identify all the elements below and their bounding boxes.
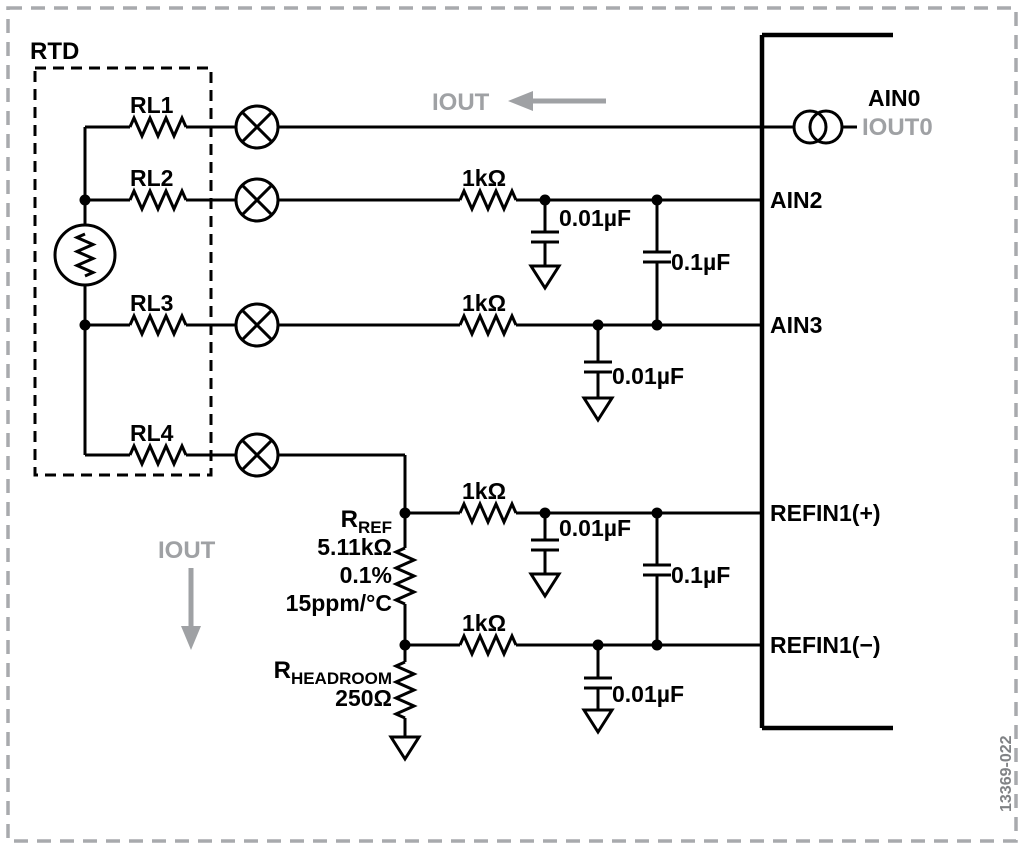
resistor-1k-refp — [458, 502, 518, 524]
pin-ain3: AIN3 — [770, 312, 822, 338]
iout-arrow-bottom — [181, 568, 201, 650]
ground-icon — [582, 396, 614, 422]
label-1k-refm: 1kΩ — [462, 610, 506, 636]
label-iout-top: IOUT — [432, 89, 490, 116]
terminal-icon — [234, 104, 280, 150]
label-rl1: RL1 — [130, 92, 174, 118]
figure-number: 13369-022 — [998, 735, 1015, 812]
resistor-rl1 — [128, 116, 188, 138]
resistor-rref — [394, 546, 416, 606]
ground-icon — [529, 572, 561, 598]
series-resistors — [394, 189, 518, 720]
junction-dots — [79, 194, 663, 651]
terminal-symbols — [234, 104, 280, 478]
rtd-dashed-box — [33, 66, 213, 477]
rref-symbol: R — [341, 506, 358, 533]
rtd-box-label: RTD — [30, 38, 79, 65]
ground-icon — [582, 708, 614, 734]
terminal-icon — [234, 432, 280, 478]
capacitor-refm — [582, 676, 614, 690]
iout-arrow-top — [508, 91, 606, 111]
label-cap-refp: 0.01µF — [559, 515, 631, 541]
label-iout-bottom: IOUT — [158, 537, 216, 564]
wires — [83, 125, 857, 737]
label-rheadroom: RHEADROOM — [274, 657, 392, 688]
resistor-1k-ain2 — [458, 189, 518, 211]
label-cap-ain-diff: 0.1µF — [671, 249, 730, 275]
capacitor-ain3 — [582, 360, 614, 374]
adc-outline — [759, 32, 893, 731]
rheadroom-subscript: HEADROOM — [291, 669, 392, 688]
label-rref-tolerance: 0.1% — [340, 562, 392, 588]
label-rl2: RL2 — [130, 165, 173, 191]
label-cap-refm: 0.01µF — [612, 681, 684, 707]
current-source-icon — [792, 109, 844, 145]
label-1k-refp: 1kΩ — [462, 478, 506, 504]
pin-ain2: AIN2 — [770, 187, 822, 213]
label-rl4: RL4 — [130, 420, 174, 446]
capacitors — [529, 230, 673, 690]
rheadroom-symbol: R — [274, 657, 291, 684]
resistor-rheadroom — [394, 660, 416, 720]
resistor-rl2 — [128, 189, 188, 211]
label-cap-ain2: 0.01µF — [559, 205, 631, 231]
label-1k-ain2: 1kΩ — [462, 165, 506, 191]
capacitor-ref-diff — [641, 563, 673, 577]
pin-refin1-neg: REFIN1(−) — [770, 632, 881, 658]
resistor-1k-ain3 — [458, 314, 518, 336]
terminal-icon — [234, 302, 280, 348]
capacitor-ain2 — [529, 230, 561, 244]
resistor-rl3 — [128, 314, 188, 336]
label-cap-ref-diff: 0.1µF — [671, 562, 730, 588]
label-cap-ain3: 0.01µF — [612, 363, 684, 389]
rtd-element-symbol — [53, 223, 117, 287]
label-rl3: RL3 — [130, 290, 173, 316]
pin-refin1-pos: REFIN1(+) — [770, 500, 881, 526]
pin-ain0: AIN0 — [868, 85, 920, 111]
resistor-1k-refm — [458, 634, 518, 656]
label-rref: RREF — [341, 506, 392, 537]
rref-subscript: REF — [358, 518, 392, 537]
ground-icon — [389, 735, 421, 761]
label-rref-value: 5.11kΩ — [317, 534, 392, 560]
resistor-rl4 — [128, 444, 188, 466]
label-rheadroom-value: 250Ω — [335, 685, 392, 711]
label-1k-ain3: 1kΩ — [462, 290, 506, 316]
label-rref-tempco: 15ppm/°C — [286, 590, 392, 616]
terminal-icon — [234, 177, 280, 223]
capacitor-ain-diff — [641, 250, 673, 264]
ground-icon — [529, 264, 561, 290]
label-iout0: IOUT0 — [862, 114, 933, 141]
capacitor-refp — [529, 538, 561, 552]
